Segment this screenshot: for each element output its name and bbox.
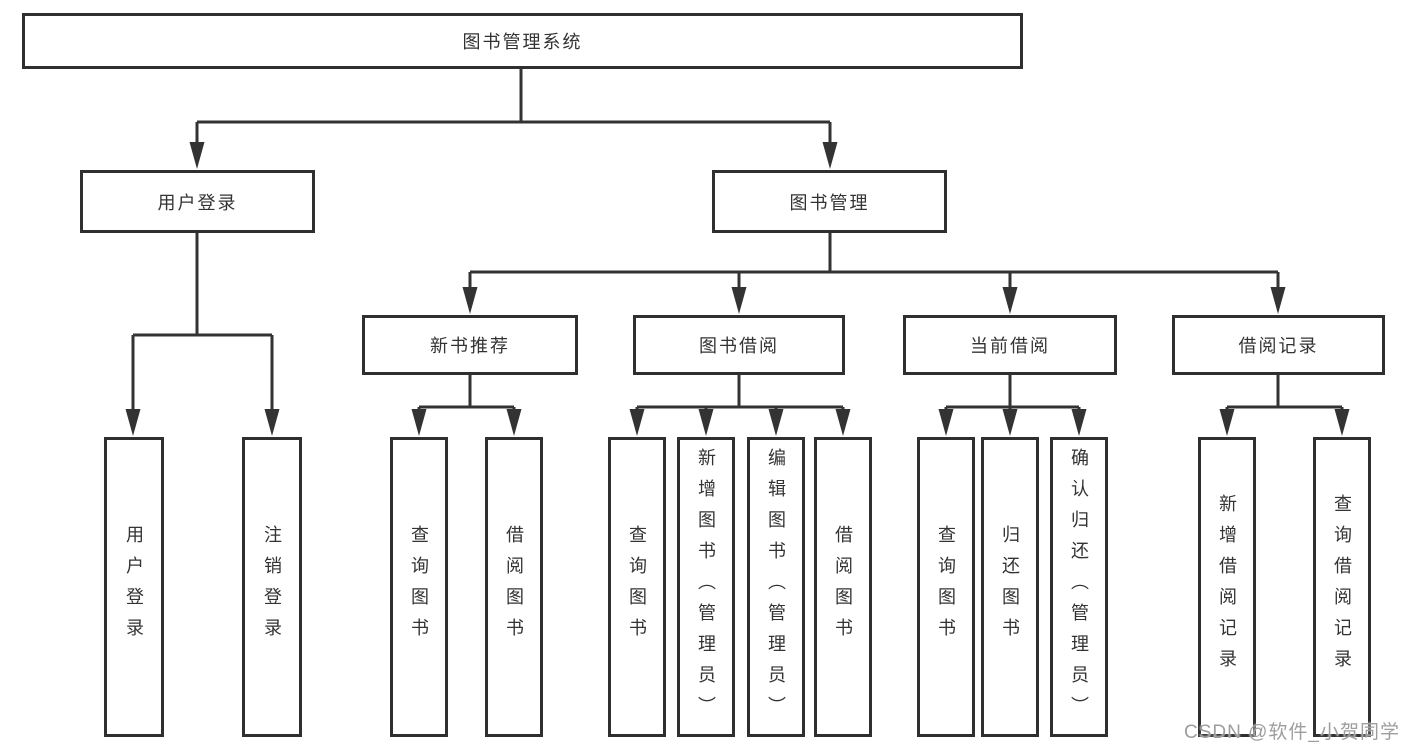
arrowheads-level3 [462,287,1286,314]
node-book-management: 图书管理 [712,170,947,233]
connector-borrow-to-leaves [635,375,845,414]
leaf-borrow-borrow-book: 借阅图书 [814,437,872,737]
watermark: CSDN @软件_小贺同学 [1184,722,1400,743]
arrowheads-recommend-leaves [411,409,522,436]
arrowheads-current-leaves [938,409,1087,436]
connector-bookmgmt-to-level3 [468,233,1280,291]
leaf-user-login: 用户登录 [104,437,164,737]
connector-records-to-leaves [1225,375,1344,414]
leaf-records-search-record: 查询借阅记录 [1313,437,1371,737]
node-user-login: 用户登录 [80,170,315,233]
leaf-borrow-edit-book-admin: 编辑图书（管理员） [747,437,805,737]
arrowheads-borrow-leaves [629,409,851,436]
leaf-records-add-record: 新增借阅记录 [1198,437,1256,737]
node-current-borrow: 当前借阅 [903,315,1117,375]
arrowheads-level2 [189,142,838,169]
leaf-recommend-search-book: 查询图书 [390,437,448,737]
connector-userlogin-to-leaves [131,233,274,412]
node-root: 图书管理系统 [22,13,1023,69]
leaf-current-return-book: 归还图书 [981,437,1039,737]
leaf-current-confirm-return-admin: 确认归还（管理员） [1050,437,1108,737]
arrowheads-records-leaves [1219,409,1350,436]
leaf-borrow-search-book: 查询图书 [608,437,666,737]
node-new-book-recommend: 新书推荐 [362,315,578,375]
leaf-borrow-add-book-admin: 新增图书（管理员） [677,437,735,737]
leaf-current-search-book: 查询图书 [917,437,975,737]
connector-recommend-to-leaves [417,375,516,414]
leaf-recommend-borrow-book: 借阅图书 [485,437,543,737]
node-borrow-records: 借阅记录 [1172,315,1385,375]
node-book-borrow: 图书借阅 [633,315,845,375]
connector-current-to-leaves [944,375,1081,414]
leaf-logout-login: 注销登录 [242,437,302,737]
connector-root-to-level2 [195,69,832,146]
arrowheads-userlogin-leaves [125,409,280,436]
